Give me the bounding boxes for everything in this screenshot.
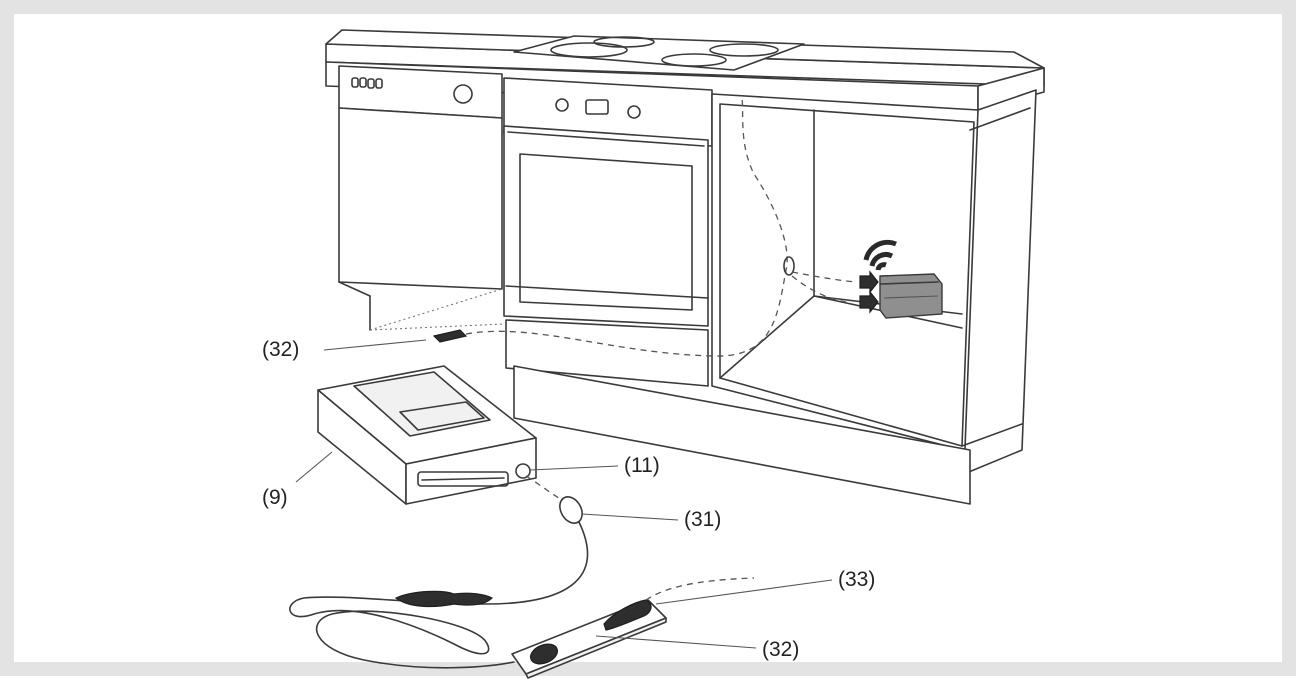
callout-label-cable-end: (33) [838, 568, 875, 591]
sensor-strip [511, 599, 667, 679]
base-unit [317, 365, 537, 505]
dishwasher [338, 65, 505, 331]
wireless-controller [859, 239, 943, 319]
kitchen-installation-illustration: (32) (9) (11) (31) (33) (32) [262, 29, 1045, 679]
hob [513, 35, 805, 71]
wall-grommet [783, 256, 795, 276]
leader-lines [295, 339, 833, 649]
callout-label-sensor-under-cabinet: (32) [262, 338, 299, 361]
kickboard-sensor [432, 329, 468, 343]
cable-inline-grip [394, 590, 494, 608]
hidden-cable [465, 97, 788, 357]
wireless-signal-icon [863, 239, 897, 271]
callout-label-plug: (31) [684, 508, 721, 531]
oven [503, 77, 713, 387]
connector-socket [515, 463, 531, 479]
callout-label-base-unit: (9) [262, 486, 288, 509]
callout-label-sensor-strip: (32) [762, 638, 799, 661]
open-cabinet [513, 89, 1037, 505]
plug [559, 496, 583, 524]
callout-label-connector-socket: (11) [624, 454, 660, 477]
